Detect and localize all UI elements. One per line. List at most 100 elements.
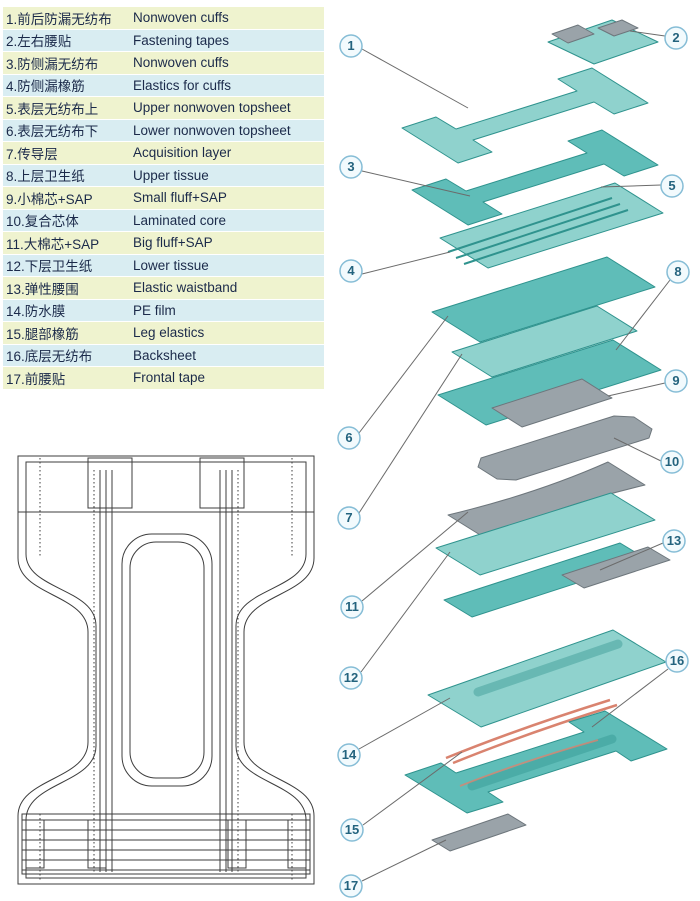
legend-en-17: Frontal tape xyxy=(133,370,206,386)
legend-zh-9: 9.小棉芯+SAP xyxy=(6,191,93,207)
tape-area-right xyxy=(199,457,245,509)
callout-16: 16 xyxy=(591,649,689,728)
legend-en-9: Small fluff+SAP xyxy=(133,190,227,206)
callout-3: 3 xyxy=(339,155,471,197)
legend-row-6: 6.表层无纺布下 Lower nonwoven topsheet xyxy=(3,119,324,142)
layer-upper-tissue xyxy=(437,339,662,426)
layer-fastening-tapes xyxy=(547,19,659,65)
callout-6-number: 6 xyxy=(345,430,352,445)
legend-en-13: Elastic waistband xyxy=(133,280,238,296)
callout-1: 1 xyxy=(339,34,469,109)
legend-en-15: Leg elastics xyxy=(133,325,205,341)
legend-row-3: 3.防侧漏无纺布 Nonwoven cuffs xyxy=(3,52,324,75)
legend-zh-5: 5.表层无纺布上 xyxy=(6,101,99,117)
legend-zh-11: 11.大棉芯+SAP xyxy=(6,236,100,252)
legend-en-10: Laminated core xyxy=(133,212,227,228)
callout-7: 7 xyxy=(337,353,463,530)
layer-leg-elastics xyxy=(445,698,618,765)
layer-lower-topsheet xyxy=(431,256,656,343)
layer-pe-film xyxy=(427,629,667,728)
legend-zh-10: 10.复合芯体 xyxy=(6,214,79,230)
legend-zh-8: 8.上层卫生纸 xyxy=(6,169,85,185)
callout-2: 2 xyxy=(629,26,688,50)
callout-10-number: 10 xyxy=(665,454,679,469)
legend-zh-7: 7.传导层 xyxy=(6,146,58,162)
tape-area-left xyxy=(87,457,133,509)
legend-row-16: 16.底层无纺布 Backsheet xyxy=(3,344,324,367)
legend-en-1: Nonwoven cuffs xyxy=(133,10,229,26)
legend-zh-13: 13.弹性腰围 xyxy=(6,281,79,297)
layer-laminated-core xyxy=(477,415,653,481)
legend-table: 1.前后防漏无纺布 Nonwoven cuffs 2.左右腰贴 Fastening … xyxy=(3,7,324,390)
callout-3-number: 3 xyxy=(347,159,354,174)
callout-14: 14 xyxy=(337,697,451,767)
legend-en-14: PE film xyxy=(133,302,176,318)
legend-row-9: 9.小棉芯+SAP Small fluff+SAP xyxy=(3,187,324,210)
legend-row-13: 13.弹性腰围 Elastic waistband xyxy=(3,277,324,300)
legend-zh-17: 17.前腰贴 xyxy=(6,371,66,387)
legend-en-12: Lower tissue xyxy=(133,257,209,273)
legend-en-11: Big fluff+SAP xyxy=(133,235,213,251)
layer-small-fluff xyxy=(491,378,613,428)
callout-12: 12 xyxy=(339,551,451,690)
layer-upper-topsheet xyxy=(439,182,664,269)
callout-11-number: 11 xyxy=(345,599,359,614)
callout-17: 17 xyxy=(339,839,447,898)
legend-row-1: 1.前后防漏无纺布 Nonwoven cuffs xyxy=(3,7,324,30)
layer-frontal-tape xyxy=(431,813,527,852)
legend-en-8: Upper tissue xyxy=(133,167,209,183)
core-inner xyxy=(129,541,205,779)
legend-row-12: 12.下层卫生纸 Lower tissue xyxy=(3,254,324,277)
legend-row-2: 2.左右腰贴 Fastening tapes xyxy=(3,29,324,52)
callout-4-number: 4 xyxy=(347,263,355,278)
layer-nonwoven-cuffs-front-back xyxy=(401,67,649,164)
legend-zh-1: 1.前后防漏无纺布 xyxy=(6,11,112,27)
callout-13: 13 xyxy=(599,529,686,571)
legend-row-14: 14.防水膜 PE film xyxy=(3,299,324,322)
legend-en-16: Backsheet xyxy=(133,347,197,363)
callout-10: 10 xyxy=(613,437,684,474)
callout-11: 11 xyxy=(340,511,469,619)
callout-16-number: 16 xyxy=(670,653,684,668)
callout-9-number: 9 xyxy=(672,373,679,388)
callout-12-number: 12 xyxy=(344,670,358,685)
core-outline xyxy=(121,533,213,787)
callout-8-number: 8 xyxy=(674,264,681,279)
callout-6: 6 xyxy=(337,315,449,450)
legend-zh-2: 2.左右腰贴 xyxy=(6,34,72,50)
layer-elastic-waistband xyxy=(561,546,671,589)
legend-en-7: Acquisition layer xyxy=(133,145,232,161)
callout-8: 8 xyxy=(615,260,690,351)
legend-row-11: 11.大棉芯+SAP Big fluff+SAP xyxy=(3,232,324,255)
legend-zh-16: 16.底层无纺布 xyxy=(6,349,93,365)
legend-row-10: 10.复合芯体 Laminated core xyxy=(3,209,324,232)
layer-nonwoven-cuffs-side xyxy=(411,129,659,226)
callout-5-number: 5 xyxy=(668,178,675,193)
legend-zh-3: 3.防侧漏无纺布 xyxy=(6,56,99,72)
outline-inner xyxy=(25,461,307,879)
legend-row-17: 17.前腰贴 Frontal tape xyxy=(3,367,324,390)
legend-en-3: Nonwoven cuffs xyxy=(133,55,229,71)
callout-1-number: 1 xyxy=(347,38,354,53)
legend-zh-6: 6.表层无纺布下 xyxy=(6,124,99,140)
legend-en-6: Lower nonwoven topsheet xyxy=(133,122,291,138)
legend-zh-12: 12.下层卫生纸 xyxy=(6,259,93,275)
layer-backsheet xyxy=(404,710,668,814)
diaper-technical-drawing xyxy=(17,455,315,885)
outline-outer xyxy=(17,455,315,885)
layer-cuff-elastics xyxy=(447,197,629,265)
legend-row-15: 15.腿部橡筋 Leg elastics xyxy=(3,322,324,345)
legend-row-8: 8.上层卫生纸 Upper tissue xyxy=(3,164,324,187)
legend-zh-15: 15.腿部橡筋 xyxy=(6,326,79,342)
callout-5: 5 xyxy=(600,174,684,198)
legend-en-2: Fastening tapes xyxy=(133,32,230,48)
callout-4: 4 xyxy=(339,251,451,283)
callout-14-number: 14 xyxy=(342,747,357,762)
legend-zh-4: 4.防侧漏橡筋 xyxy=(6,79,85,95)
callout-2-number: 2 xyxy=(672,30,679,45)
callout-15-number: 15 xyxy=(345,822,359,837)
legend-zh-14: 14.防水膜 xyxy=(6,304,66,320)
callout-17-number: 17 xyxy=(344,878,358,893)
